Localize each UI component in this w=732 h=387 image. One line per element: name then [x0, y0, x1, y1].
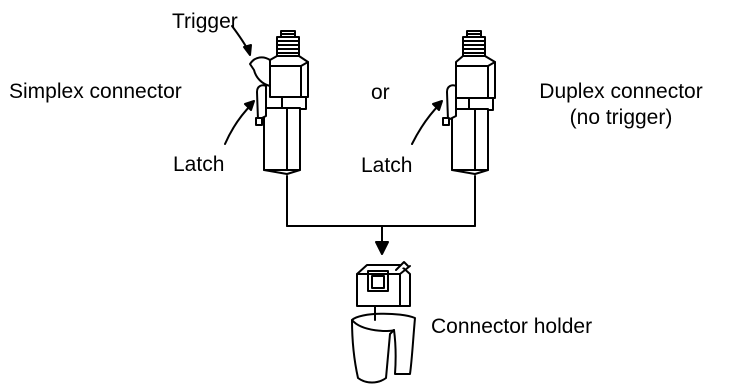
- simplex-latch: [256, 84, 267, 121]
- trigger-pointer-arrow: [231, 25, 252, 56]
- duplex-connector: [442, 30, 496, 175]
- simplex-body: [263, 107, 301, 175]
- trigger-label: Trigger: [172, 10, 238, 33]
- latch-label-right: Latch: [361, 154, 413, 177]
- duplex-head: [455, 55, 496, 99]
- simplex-latch-pointer-arrow: [224, 100, 255, 145]
- simplex-connector-label: Simplex connector: [9, 80, 182, 103]
- latch-label-left: Latch: [173, 153, 225, 176]
- simplex-connector: [249, 30, 309, 175]
- flow-arrowhead: [375, 241, 389, 255]
- simplex-head: [269, 55, 309, 98]
- simplex-trigger: [249, 56, 271, 87]
- duplex-latch-pointer-arrow: [411, 100, 443, 145]
- duplex-connector-sublabel: (no trigger): [569, 106, 673, 129]
- duplex-body: [451, 108, 489, 175]
- connector-holder-label: Connector holder: [431, 315, 593, 338]
- duplex-connector-label: Duplex connector: [539, 80, 703, 103]
- flow-arrow: [286, 175, 476, 255]
- connector-holder: [351, 261, 416, 384]
- simplex-ferrule: [276, 30, 300, 57]
- duplex-ferrule: [462, 30, 486, 57]
- or-label: or: [371, 81, 390, 104]
- duplex-latch: [446, 84, 457, 121]
